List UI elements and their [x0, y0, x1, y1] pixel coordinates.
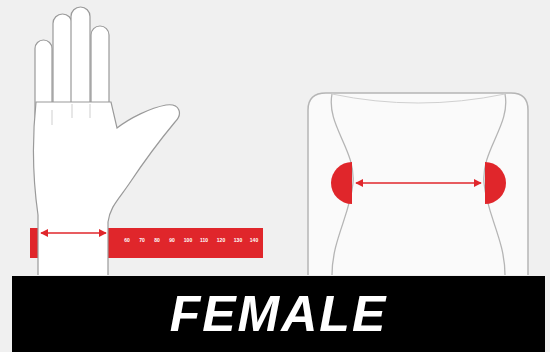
hand [34, 7, 180, 275]
scale-number: 70 [139, 237, 145, 243]
scale-number: 140 [250, 237, 258, 243]
scale-number: 80 [154, 237, 160, 243]
measure-marker [331, 162, 352, 204]
width-arrow [356, 182, 481, 184]
measure-marker [485, 162, 506, 204]
scale-number: 90 [169, 237, 175, 243]
wrist-arrow [41, 232, 106, 234]
title: FEMALE [12, 276, 545, 352]
scale-number: 100 [184, 237, 192, 243]
sleeve [308, 93, 528, 275]
scale-number: 130 [234, 237, 242, 243]
scale-number: 110 [200, 237, 208, 243]
scale-number: 120 [217, 237, 225, 243]
scale-number: 60 [124, 237, 130, 243]
